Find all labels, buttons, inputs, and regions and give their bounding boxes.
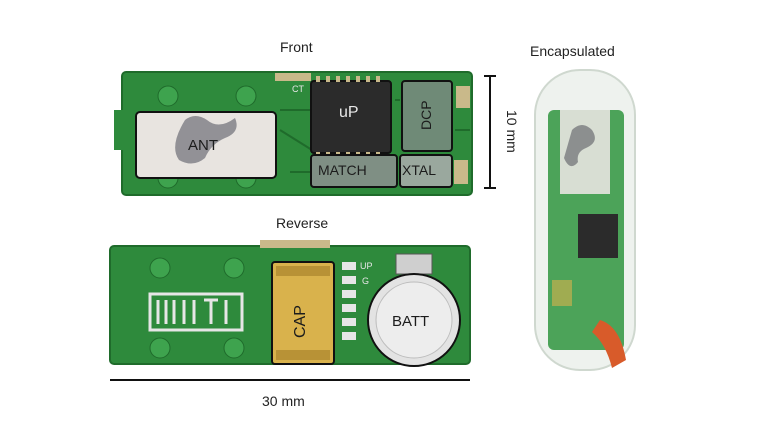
match-label: MATCH <box>318 162 367 178</box>
mit-logo <box>148 292 244 332</box>
xtal-component <box>399 154 468 188</box>
gnd-pin-silkscreen: G <box>362 276 370 286</box>
xtal-label: XTAL <box>402 162 436 178</box>
encapsulated-title: Encapsulated <box>530 43 615 59</box>
dcp-component <box>401 80 470 152</box>
antenna-component <box>135 111 277 179</box>
height-scale-bar <box>484 75 496 189</box>
ct-silkscreen: CT <box>292 84 304 94</box>
capacitor-component <box>271 261 335 365</box>
batt-label: BATT <box>392 313 430 330</box>
ant-label: ANT <box>188 137 218 154</box>
up-pin-silkscreen: UP <box>360 261 373 271</box>
cap-label: CAP <box>292 305 309 338</box>
up-chip <box>310 76 392 158</box>
up-label: uP <box>339 104 359 121</box>
front-title: Front <box>280 39 313 55</box>
match-component <box>310 154 398 188</box>
encapsulated-device <box>534 69 636 371</box>
width-scale-label: 30 mm <box>262 393 305 409</box>
reverse-title: Reverse <box>276 215 329 231</box>
battery-component <box>367 253 461 367</box>
dcp-label: DCP <box>418 100 434 130</box>
